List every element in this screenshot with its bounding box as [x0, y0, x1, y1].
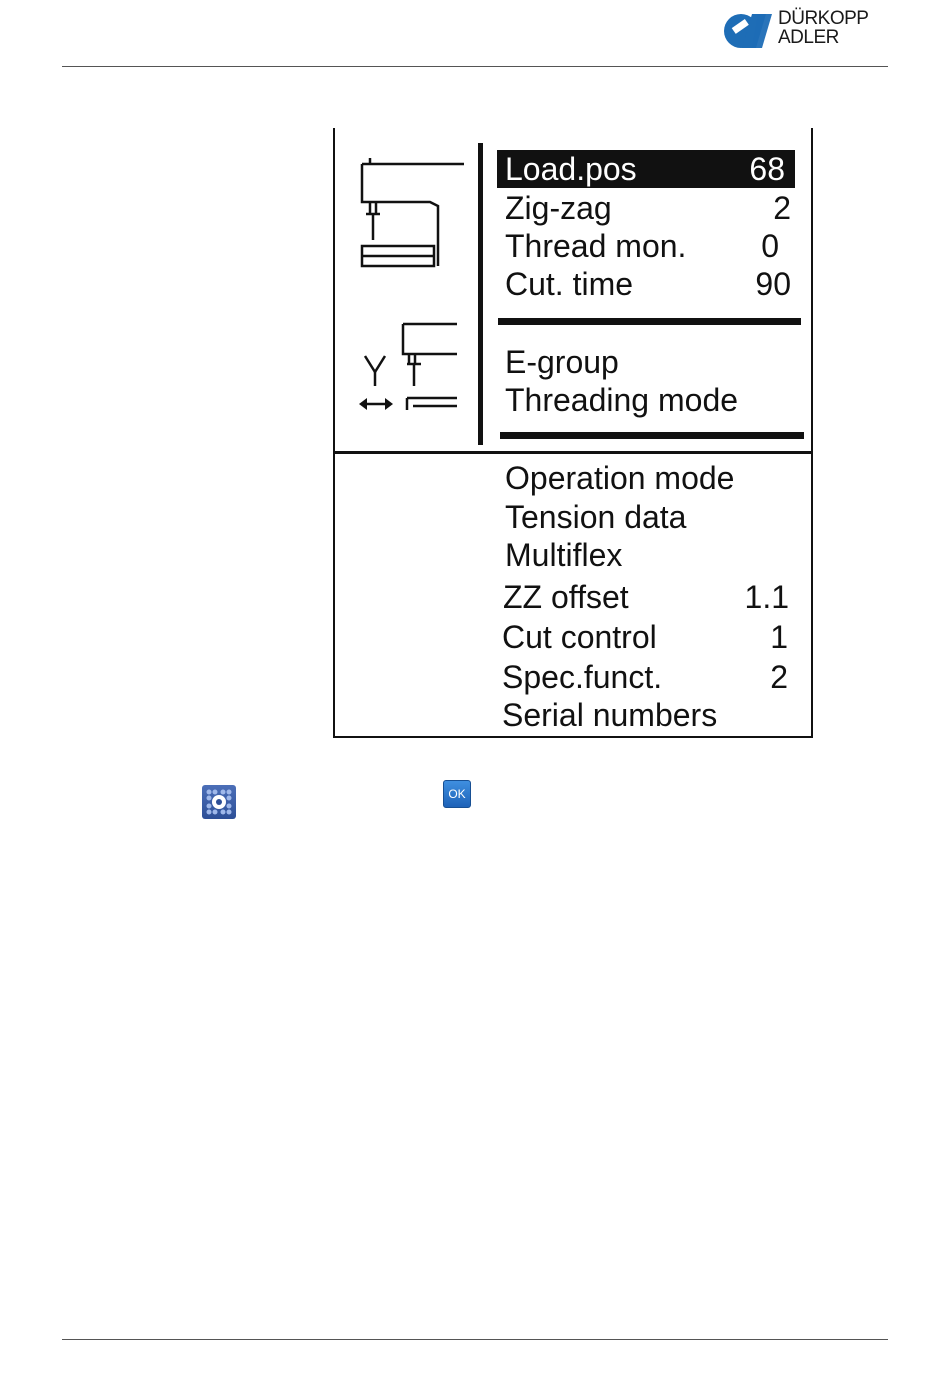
menu-item-value: 68 — [749, 150, 785, 188]
menu-item-value: 0 — [761, 227, 779, 265]
menu-item-label: Tension data — [505, 498, 686, 536]
settings-icon — [202, 785, 236, 819]
menu-item-label: Serial numbers — [502, 696, 717, 734]
menu-item-spec-funct[interactable]: Spec.funct. 2 — [502, 658, 792, 696]
menu-item-label: Cut control — [502, 618, 657, 656]
ok-button[interactable]: OK — [443, 780, 471, 808]
logo-text-line-1: DÜRKOPP — [778, 9, 868, 28]
menu-item-tension-data[interactable]: Tension data — [505, 498, 795, 536]
menu-item-label: Cut. time — [505, 265, 633, 303]
footer-rule — [62, 1339, 888, 1340]
logo-mark-icon — [722, 10, 774, 50]
header-rule — [62, 66, 888, 67]
menu-item-value: 1 — [770, 618, 788, 656]
display-border-bottom — [333, 736, 813, 738]
menu-item-label: Spec.funct. — [502, 658, 662, 696]
menu-item-zz-offset[interactable]: ZZ offset 1.1 — [503, 578, 793, 616]
menu-item-label: Load.pos — [505, 150, 637, 188]
menu-item-label: Zig-zag — [505, 189, 612, 227]
menu-separator-2 — [500, 432, 804, 439]
menu-item-operation-mode[interactable]: Operation mode — [505, 459, 795, 497]
menu-item-label: ZZ offset — [503, 578, 629, 616]
menu-item-cut-control[interactable]: Cut control 1 — [502, 618, 792, 656]
ok-button-label: OK — [444, 787, 470, 801]
menu-item-label: Operation mode — [505, 459, 734, 497]
menu-item-multiflex[interactable]: Multiflex — [505, 536, 795, 574]
menu-item-zig-zag[interactable]: Zig-zag 2 — [505, 189, 801, 227]
display-vertical-bar — [478, 143, 483, 445]
display-divider — [333, 451, 813, 454]
menu-item-e-group[interactable]: E-group — [505, 343, 801, 381]
menu-item-value: 2 — [770, 658, 788, 696]
display-border-left — [333, 128, 335, 738]
menu-item-label: Multiflex — [505, 536, 622, 574]
menu-item-value: 1.1 — [745, 578, 789, 616]
menu-item-value: 2 — [773, 189, 791, 227]
menu-item-label: E-group — [505, 343, 619, 381]
logo-text: DÜRKOPP ADLER — [778, 9, 868, 47]
menu-item-value: 90 — [755, 265, 791, 303]
logo-text-line-2: ADLER — [778, 28, 868, 47]
settings-button[interactable] — [202, 785, 236, 819]
menu-item-threading-mode[interactable]: Threading mode — [505, 381, 801, 419]
menu-item-thread-mon[interactable]: Thread mon. 0 — [505, 227, 801, 265]
menu-item-label: Thread mon. — [505, 227, 686, 265]
menu-item-cut-time[interactable]: Cut. time 90 — [505, 265, 801, 303]
sewing-machine-icon — [358, 154, 468, 272]
menu-item-serial-numbers[interactable]: Serial numbers — [502, 696, 792, 734]
control-panel-display: Load.pos 68 Zig-zag 2 Thread mon. 0 Cut.… — [333, 128, 813, 738]
menu-separator-1 — [498, 318, 801, 325]
menu-item-load-pos[interactable]: Load.pos 68 — [497, 150, 795, 188]
menu-item-label: Threading mode — [505, 381, 738, 419]
brand-logo: DÜRKOPP ADLER — [722, 8, 892, 52]
y-axis-adjust-icon — [357, 316, 467, 414]
display-border-right — [811, 128, 813, 738]
